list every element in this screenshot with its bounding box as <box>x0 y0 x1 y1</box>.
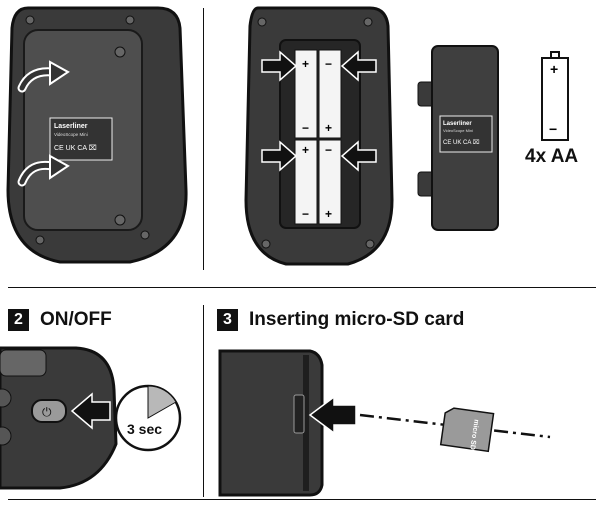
polarity-minus: − <box>325 143 332 157</box>
side-button <box>0 426 12 446</box>
side-button <box>0 388 12 408</box>
polarity-plus: + <box>325 207 332 221</box>
polarity-plus: + <box>302 57 309 71</box>
insert-arrow-icon <box>261 140 298 172</box>
rating-label-model: VideoScope Mini <box>443 128 473 133</box>
rating-label-brand: Laserliner <box>54 123 88 130</box>
sd-slot <box>293 394 305 434</box>
section-sd-heading: 3 Inserting micro-SD card <box>217 309 464 331</box>
insert-arrow-icon <box>340 140 377 172</box>
section-title: ON/OFF <box>40 309 112 330</box>
battery-cover-removed: Laserliner VideoScope Mini CE UK CA ⌧ <box>417 45 499 231</box>
unlock-arrow-icon <box>19 69 55 91</box>
aa-battery-icon: + − <box>541 51 569 141</box>
power-button[interactable] <box>31 399 67 423</box>
battery-count-label: 4x AA <box>525 146 579 167</box>
screw <box>261 239 271 249</box>
screw <box>114 46 126 58</box>
polarity-plus: + <box>325 121 332 135</box>
insert-arrow-icon <box>308 395 357 435</box>
rating-label <box>49 117 113 161</box>
sd-insert-illustration: micro SD <box>218 349 551 497</box>
timer-elapsed-wedge <box>147 385 177 419</box>
unlock-arrow-icon <box>19 162 55 185</box>
battery-cell <box>294 139 318 225</box>
device-screen-edge <box>0 349 47 377</box>
divider-vertical-top <box>203 8 204 270</box>
device-back-closed: Laserliner VideoScope Mini CE UK CA ⌧ <box>6 6 188 264</box>
divider-horizontal-bottom <box>8 499 596 500</box>
screw <box>363 17 373 27</box>
rating-label <box>439 115 493 153</box>
step-number: 2 <box>8 309 29 331</box>
rating-label-marks: CE UK CA ⌧ <box>54 144 97 152</box>
press-arrow-icon <box>70 392 111 430</box>
screw <box>35 235 45 245</box>
rating-label-marks: CE UK CA ⌧ <box>443 139 480 146</box>
screw <box>365 239 375 249</box>
battery-cell <box>318 49 342 139</box>
insert-arrow-icon <box>340 50 377 82</box>
section-on-off-heading: 2 ON/OFF <box>8 309 112 331</box>
hold-time-label: 3 sec <box>127 421 162 437</box>
power-button-illustration: ⏻ 3 sec <box>0 346 182 490</box>
screw <box>257 17 267 27</box>
rating-label-brand: Laserliner <box>443 121 472 127</box>
polarity-minus: − <box>302 121 309 135</box>
battery-cell <box>318 139 342 225</box>
device-side <box>218 349 324 497</box>
rating-label-model: VideoScope Mini <box>54 132 88 137</box>
polarity-minus: − <box>325 57 332 71</box>
micro-sd-card-icon: micro SD <box>439 407 495 453</box>
section-title: Inserting micro-SD card <box>249 309 465 330</box>
arrow-head <box>49 154 70 180</box>
arrow-head <box>49 60 70 86</box>
step-number: 3 <box>217 309 238 331</box>
polarity-minus: − <box>302 207 309 221</box>
screw <box>25 15 35 25</box>
sd-card-label: micro SD <box>468 419 479 450</box>
polarity-minus: − <box>549 121 557 137</box>
screw <box>114 214 126 226</box>
insertion-path <box>359 413 551 439</box>
power-icon: ⏻ <box>42 405 52 419</box>
polarity-plus: + <box>302 143 309 157</box>
divider-horizontal-middle <box>8 287 596 288</box>
divider-vertical-bottom <box>203 305 204 497</box>
polarity-plus: + <box>550 61 558 77</box>
screw <box>140 230 150 240</box>
insert-arrow-icon <box>261 50 298 82</box>
battery-cell <box>294 49 318 139</box>
screw <box>125 15 135 25</box>
device-batteries-open: + − − + + − − + <box>244 6 394 266</box>
